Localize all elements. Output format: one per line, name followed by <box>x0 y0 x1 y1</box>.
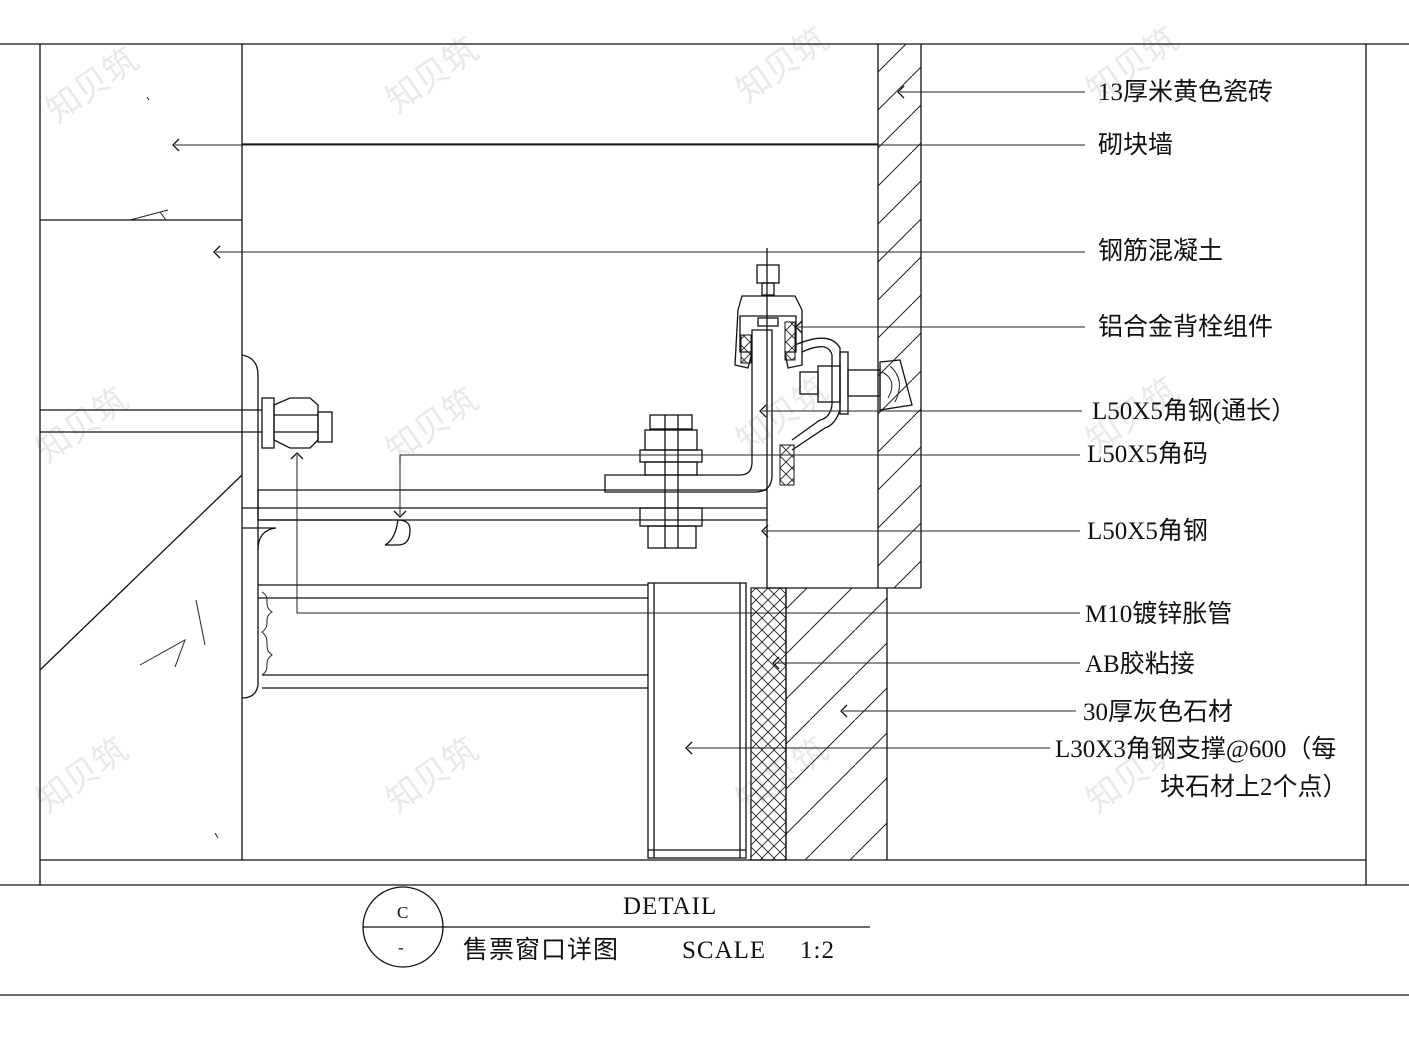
anchor-bolt <box>40 397 333 449</box>
stone-layer <box>750 587 888 861</box>
angle-clip <box>604 329 773 549</box>
watermark-text: 知贝筑 <box>379 380 485 471</box>
embed-plate <box>241 354 648 699</box>
angle-support <box>647 582 747 859</box>
watermark-text: 知贝筑 <box>379 730 485 821</box>
symbol-top: C <box>397 903 408 922</box>
title-block: C - DETAIL 售票窗口详图 SCALE 1:2 <box>362 886 870 968</box>
scale-label: SCALE <box>682 937 766 964</box>
concrete-slab <box>242 143 878 589</box>
label-anchor: M10镀锌胀管 <box>1085 600 1232 628</box>
label-angle-full: L50X5角钢(通长） <box>1092 397 1296 425</box>
label-bolt-assembly: 铝合金背栓组件 <box>1098 313 1273 341</box>
label-tile: 13厚米黄色瓷砖 <box>1098 78 1273 106</box>
leader-lines <box>172 85 1085 755</box>
block-wall <box>39 44 243 860</box>
watermark-text: 知贝筑 <box>29 730 135 821</box>
watermark-group: 知贝筑 知贝筑 知贝筑 知贝筑 知贝筑 知贝筑 知贝筑 知贝筑 知贝筑 知贝筑 … <box>29 20 1185 821</box>
label-ab-glue: AB胶粘接 <box>1085 650 1195 678</box>
label-angle: L50X5角钢 <box>1087 517 1208 545</box>
tile-layer <box>877 44 922 589</box>
detail-heading: DETAIL <box>623 893 717 920</box>
scale-value: 1:2 <box>800 937 835 964</box>
label-concrete: 钢筋混凝土 <box>1098 237 1223 265</box>
drawing-frame <box>0 43 1409 996</box>
angle-l50 <box>242 489 767 546</box>
label-support-line1: L30X3角钢支撑@600（每 <box>1055 735 1336 763</box>
watermark-text: 知贝筑 <box>29 380 135 471</box>
symbol-bottom: - <box>398 938 404 957</box>
watermark-text: 知贝筑 <box>729 20 835 111</box>
watermark-text: 知贝筑 <box>39 40 145 131</box>
label-angle-clip: L50X5角码 <box>1087 440 1208 468</box>
annotation-labels: 13厚米黄色瓷砖 砌块墙 钢筋混凝土 铝合金背栓组件 L50X5角钢(通长） L… <box>1055 78 1348 801</box>
label-block-wall: 砌块墙 <box>1098 131 1173 159</box>
label-support-line2: 块石材上2个点） <box>1160 773 1348 801</box>
drawing-title: 售票窗口详图 <box>463 936 619 964</box>
label-stone: 30厚灰色石材 <box>1083 698 1233 726</box>
